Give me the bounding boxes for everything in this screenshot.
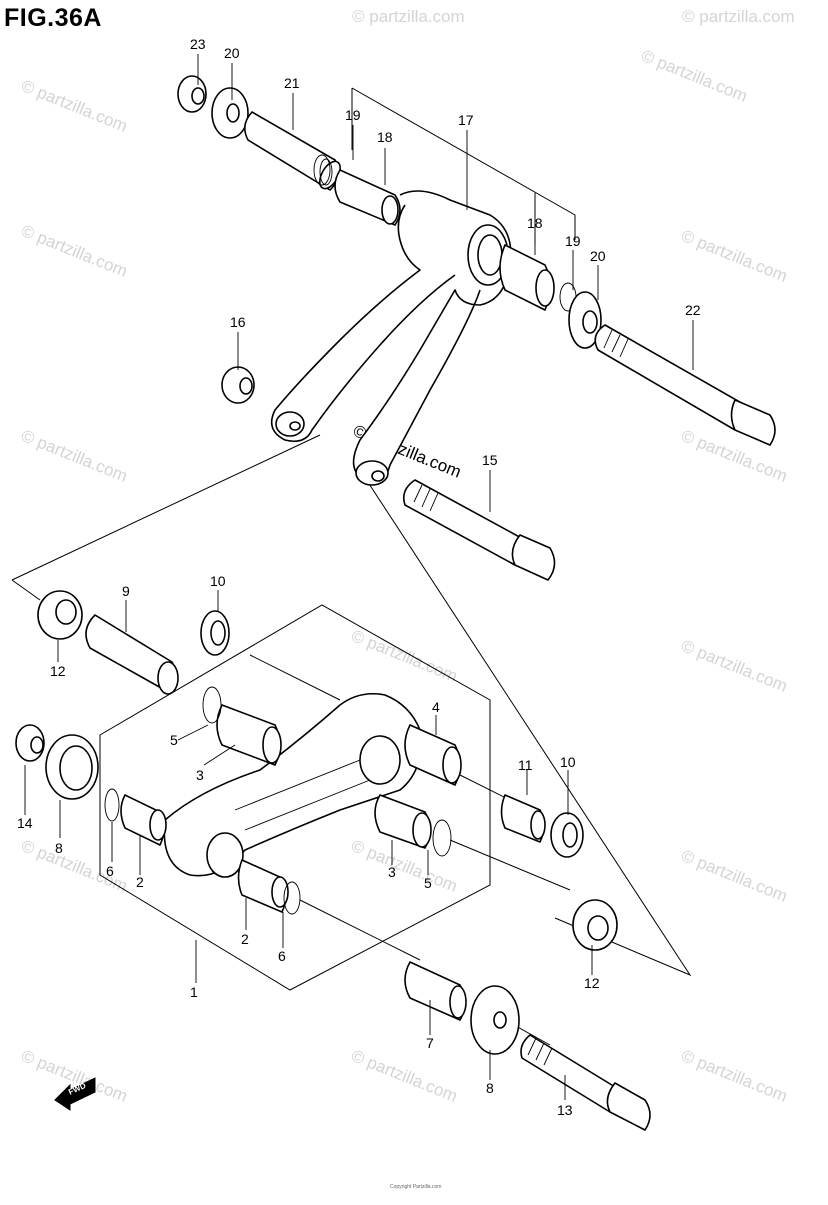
copyright-text: Copyright Partzilla.com (390, 1184, 441, 1190)
part-5-circlip[interactable] (432, 819, 452, 857)
callout-12: 12 (584, 975, 600, 991)
callout-12: 12 (50, 663, 66, 679)
watermark: © partzilla.com (349, 1046, 461, 1106)
part-6-circlip[interactable] (283, 881, 301, 915)
watermark: © partzilla.com (349, 626, 461, 686)
callout-22: 22 (685, 302, 701, 318)
callout-10: 10 (210, 573, 226, 589)
callout-18: 18 (527, 215, 543, 231)
watermark: © partzilla.com (349, 836, 461, 896)
part-13-bolt[interactable] (520, 1034, 651, 1131)
watermark: © partzilla.com (682, 7, 795, 26)
callout-2: 2 (241, 931, 249, 947)
part-22-bolt[interactable] (594, 324, 776, 446)
figure-title: FIG.36A (4, 4, 102, 32)
part-14-nut[interactable] (15, 724, 45, 762)
watermark-layer: © partzilla.com © partzilla.com © partzi… (19, 7, 795, 1106)
part-1-cushion-rod[interactable] (163, 692, 422, 878)
part-2-bearing[interactable] (237, 859, 289, 913)
part-15-bolt[interactable] (402, 479, 556, 581)
part-4-bearing[interactable] (404, 724, 462, 786)
part-10-seal[interactable] (550, 812, 584, 858)
part-11-collar[interactable] (500, 794, 546, 843)
part-10-seal[interactable] (200, 610, 230, 656)
watermark: © partzilla.com (679, 846, 791, 906)
callout-20: 20 (590, 248, 606, 264)
watermark: © partzilla.com (679, 226, 791, 286)
callout-6: 6 (106, 863, 114, 879)
callout-labels: 23 20 21 19 18 17 18 19 20 22 16 15 9 10… (17, 36, 701, 1118)
watermark: © partzilla.com (639, 46, 751, 106)
callout-19: 19 (565, 233, 581, 249)
part-3-bearing[interactable] (216, 704, 282, 766)
callout-11: 11 (518, 757, 533, 773)
callout-10: 10 (560, 754, 576, 770)
callout-4: 4 (432, 699, 440, 715)
part-20-washer[interactable] (568, 291, 602, 349)
part-17-cushion-lever[interactable] (270, 190, 512, 486)
callout-3: 3 (196, 767, 204, 783)
callout-19: 19 (345, 107, 361, 123)
part-18-bearing[interactable] (499, 244, 555, 311)
watermark: © partzilla.com (19, 221, 131, 281)
callout-16: 16 (230, 314, 246, 330)
watermark: © partzilla.com (679, 636, 791, 696)
callout-17: 17 (458, 112, 474, 128)
part-20-washer[interactable] (211, 87, 249, 139)
callout-6: 6 (278, 948, 286, 964)
callout-13: 13 (557, 1102, 573, 1118)
part-18-bearing[interactable] (334, 169, 401, 226)
callout-20: 20 (224, 45, 240, 61)
part-6-circlip[interactable] (104, 788, 120, 822)
part-9-collar[interactable] (85, 614, 179, 695)
part-12-spacer[interactable] (37, 590, 83, 640)
part-5-circlip[interactable] (202, 686, 222, 724)
callout-1: 1 (190, 984, 198, 1000)
part-8-washer[interactable] (45, 734, 99, 800)
callout-9: 9 (122, 583, 130, 599)
leader-lines (11, 87, 692, 1046)
callout-15: 15 (482, 452, 498, 468)
part-8-washer[interactable] (470, 985, 520, 1055)
part-12-spacer[interactable] (572, 899, 618, 951)
callout-21: 21 (284, 75, 300, 91)
part-19-circlip[interactable] (313, 154, 333, 186)
callout-5: 5 (424, 875, 432, 891)
watermark: © partzilla.com (19, 76, 131, 136)
part-21-collar[interactable] (244, 111, 345, 192)
callout-23: 23 (190, 36, 206, 52)
part-3-bearing[interactable] (374, 794, 432, 849)
part-16-nut[interactable] (221, 366, 255, 404)
part-23-nut[interactable] (177, 75, 207, 113)
callout-18: 18 (377, 129, 393, 145)
callout-5: 5 (170, 732, 178, 748)
watermark: © partzilla.com (352, 7, 465, 26)
part-2-bearing[interactable] (120, 794, 167, 846)
callout-7: 7 (426, 1035, 434, 1051)
callout-8: 8 (55, 840, 63, 856)
watermark: © partzilla.com (679, 1046, 791, 1106)
callout-14: 14 (17, 815, 33, 831)
part-7-collar[interactable] (404, 961, 467, 1021)
callout-2: 2 (136, 874, 144, 890)
callout-3: 3 (388, 864, 396, 880)
callout-8: 8 (486, 1080, 494, 1096)
watermark: © partzilla.com (19, 426, 131, 486)
callout-leaders (24, 54, 694, 1100)
